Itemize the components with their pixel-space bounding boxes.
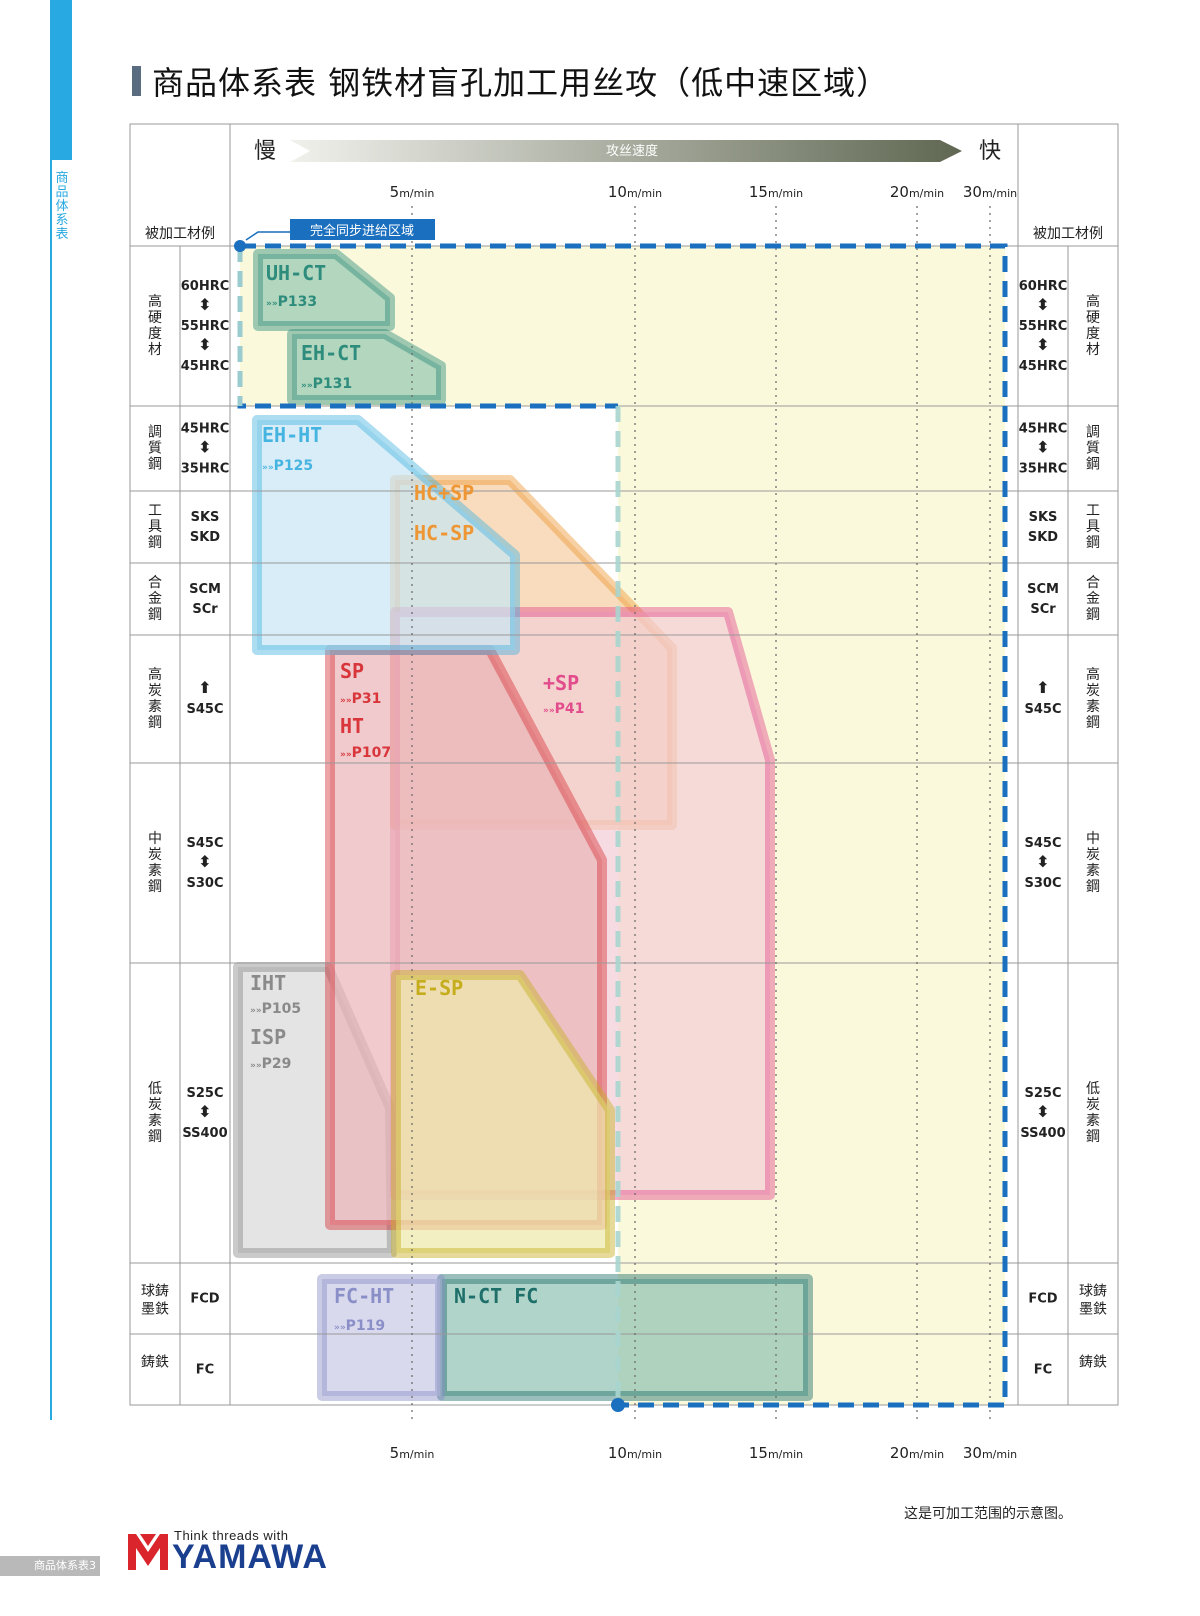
product-name-ht: HT [340,714,364,738]
row-category-right: 高炭素鋼 [1086,666,1100,731]
row-category-right: 鋳鉄 [1079,1354,1107,1371]
logo-wordmark: YAMAWA [172,1538,328,1576]
speed-tick-bottom: 30m/min [963,1444,1017,1462]
row-category-left: 調質鋼 [148,425,162,473]
row-category-left: 合金鋼 [148,575,162,623]
row-category-left: 低炭素鋼 [148,1081,162,1145]
product-name-hc-sp: HC-SP [414,521,474,545]
row-materials-left: 45HRC⬍35HRC [181,422,230,477]
product-name-uh-ct: UH-CT [266,261,326,285]
row-category-left: 鋳鉄 [141,1354,169,1371]
row-materials-right: 45HRC⬍35HRC [1019,422,1068,477]
product-page-isp: »»P29 [250,1056,291,1072]
side-accent-line [50,160,52,1420]
sync-zone-outline-light [237,246,621,1405]
product-area-e-sp [391,970,615,1258]
row-category-right: 低炭素鋼 [1086,1081,1100,1145]
row-materials-right: ⬆S45C [1025,678,1062,717]
product-area-uh-ct [253,249,395,331]
product-page-fc-ht: »»P119 [334,1318,385,1334]
product-name-eh-ct: EH-CT [301,341,361,365]
side-label: 商品体系表 [55,171,69,242]
side-accent-bar [50,0,72,160]
row-materials-left: FC [196,1363,214,1378]
sync-label: 完全同步进给区域 [310,223,414,239]
product-page-eh-ct: »»P131 [301,376,352,392]
product-name-isp: ISP [250,1025,286,1049]
speed-tick-bottom: 20m/min [890,1444,944,1462]
product-name-fc-ht: FC-HT [334,1284,394,1308]
product-page-plus-sp: »»P41 [543,701,584,717]
column-header-left: 被加工材例 [145,226,215,242]
title-marker [132,66,141,96]
slow-label: 慢 [254,139,276,164]
footer-page-tab: 商品体系表3 [0,1556,100,1576]
product-page-eh-ht: »»P125 [262,458,313,474]
product-name-n-ct-fc: N-CT FC [454,1284,538,1308]
row-category-right: 工具鋼 [1086,503,1100,551]
product-area-fc-ht [317,1274,445,1401]
logo-tagline: Think threads with [174,1528,289,1543]
sync-label-leader [245,231,290,241]
product-area-eh-ht [252,415,520,655]
column-header-right: 被加工材例 [1033,226,1103,242]
sync-zone-start-dot [234,240,246,252]
row-category-left: 高炭素鋼 [148,666,162,731]
product-name-sp: SP [340,659,364,683]
row-category-left: 高硬度材 [148,293,162,358]
row-materials-left: 60HRC⬍55HRC⬍45HRC [181,279,230,374]
row-materials-left: ⬆S45C [187,678,224,717]
sync-zone-end-dot [611,1398,625,1412]
product-area-n-ct-fc [437,1274,813,1401]
page-title: 商品体系表 钢铁材盲孔加工用丝攻（低中速区域） [152,64,890,102]
sync-zone-outline [240,243,1008,1408]
row-materials-left: S45C⬍S30C [187,836,224,891]
row-materials-left: FCD [190,1292,219,1307]
speed-tick-top: 5m/min [390,183,435,201]
row-category-left: 工具鋼 [148,503,162,551]
product-page-iht: »»P105 [250,1001,301,1017]
row-category-right: 合金鋼 [1086,575,1100,623]
speed-tick-top: 20m/min [890,183,944,201]
speed-arrow [290,140,962,162]
row-category-right: 中炭素鋼 [1086,831,1100,895]
product-name-hc-sp-plus: HC+SP [414,481,474,505]
yamawa-logo-icon [128,1534,168,1570]
range-note: 这是可加工范围的示意图。 [904,1506,1072,1522]
speed-tick-bottom: 10m/min [608,1444,662,1462]
speed-tick-bottom: 5m/min [390,1444,435,1462]
speed-tick-top: 30m/min [963,183,1017,201]
row-materials-right: FC [1034,1363,1052,1378]
row-materials-right: S25C⬍SS400 [1020,1086,1065,1141]
speed-tick-bottom: 15m/min [749,1444,803,1462]
product-name-eh-ht: EH-HT [262,423,322,447]
product-page-uh-ct: »»P133 [266,294,317,310]
product-name-iht: IHT [250,971,286,995]
speed-label: 攻丝速度 [606,143,658,159]
product-name-e-sp: E-SP [415,976,463,1000]
speed-tick-top: 15m/min [749,183,803,201]
product-page-sp: »»P31 [340,691,381,707]
row-materials-right: FCD [1028,1292,1057,1307]
sync-label-box [290,219,435,240]
speed-tick-top: 10m/min [608,183,662,201]
row-category-left: 中炭素鋼 [148,831,162,895]
row-category-right: 調質鋼 [1086,425,1100,473]
product-area-eh-ct [287,329,446,405]
row-materials-left: S25C⬍SS400 [182,1086,227,1141]
fast-label: 快 [979,139,1001,164]
row-materials-right: 60HRC⬍55HRC⬍45HRC [1019,279,1068,374]
row-category-right: 高硬度材 [1086,293,1100,358]
row-category-left: 球鋳墨鉄 [141,1283,169,1318]
row-category-right: 球鋳墨鉄 [1079,1283,1107,1318]
product-name-plus-sp: +SP [543,671,579,695]
product-page-ht: »»P107 [340,745,391,761]
row-materials-right: S45C⬍S30C [1025,836,1062,891]
